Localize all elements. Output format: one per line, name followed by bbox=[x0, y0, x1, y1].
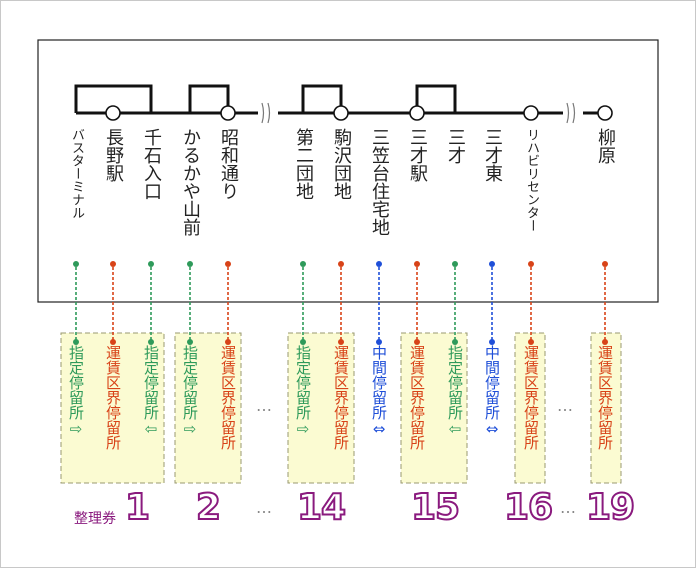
ticket-zone-box bbox=[514, 332, 546, 484]
stop-dot bbox=[73, 261, 79, 267]
stop-type-label: 指定停留所⇦ bbox=[446, 345, 464, 438]
label-dot bbox=[414, 339, 420, 345]
line-break-mark bbox=[261, 102, 271, 124]
label-dot bbox=[225, 339, 231, 345]
line-break-mark bbox=[566, 102, 576, 124]
stop-dot bbox=[225, 261, 231, 267]
stop-type-label: 指定停留所⇨ bbox=[181, 345, 199, 438]
stop-name: 三才東 bbox=[482, 128, 503, 182]
stop-name: 千石入口 bbox=[141, 128, 162, 200]
ellipsis: … bbox=[560, 498, 576, 517]
zone-loop bbox=[301, 84, 343, 113]
zone-loop bbox=[74, 84, 153, 113]
label-dot bbox=[602, 339, 608, 345]
stop-dot bbox=[300, 261, 306, 267]
zone-loop bbox=[415, 84, 457, 113]
stop-dot bbox=[452, 261, 458, 267]
ticket-zone-box bbox=[287, 332, 355, 484]
stop-name: 柳原 bbox=[595, 128, 616, 164]
stop-type-label: 指定停留所⇦ bbox=[142, 345, 160, 438]
stop-type-label: 運賃区界停留所 bbox=[596, 345, 614, 450]
ticket-number: 14 bbox=[296, 487, 347, 529]
stop-name: リハビリセンター bbox=[524, 128, 539, 232]
label-dot bbox=[376, 339, 382, 345]
stop-circle bbox=[523, 105, 539, 121]
stop-dot bbox=[489, 261, 495, 267]
label-dot bbox=[110, 339, 116, 345]
stop-type-label: 指定停留所⇨ bbox=[67, 345, 85, 438]
route-map-box bbox=[37, 39, 659, 303]
stop-type-label: 運賃区界停留所 bbox=[332, 345, 350, 450]
label-dot bbox=[452, 339, 458, 345]
stop-name: 三笠台住宅地 bbox=[369, 128, 390, 236]
stop-type-label: 中間停留所⇔ bbox=[370, 345, 388, 438]
ticket-zone-box bbox=[400, 332, 468, 484]
stop-dot bbox=[338, 261, 344, 267]
stop-circle bbox=[597, 105, 613, 121]
stop-name: 昭和通り bbox=[218, 128, 239, 200]
ticket-prefix: 整理券 bbox=[74, 511, 116, 527]
stop-type-label: 運賃区界停留所 bbox=[104, 345, 122, 450]
ellipsis: … bbox=[256, 498, 272, 517]
stop-dot bbox=[528, 261, 534, 267]
stop-dot bbox=[602, 261, 608, 267]
stop-dot bbox=[148, 261, 154, 267]
stop-name: 駒沢団地 bbox=[331, 128, 352, 200]
stop-name: 三才駅 bbox=[407, 128, 428, 182]
ticket-number: 15 bbox=[410, 487, 461, 529]
stop-name: 第二団地 bbox=[293, 128, 314, 200]
ticket-number: 2 bbox=[195, 487, 222, 529]
stop-type-label: 運賃区界停留所 bbox=[522, 345, 540, 450]
ticket-zone-box bbox=[590, 332, 622, 484]
stop-circle bbox=[105, 105, 121, 121]
stop-name: 長野駅 bbox=[103, 128, 124, 182]
stop-circle bbox=[220, 105, 236, 121]
label-dot bbox=[300, 339, 306, 345]
label-dot bbox=[148, 339, 154, 345]
ticket-number: 1 bbox=[124, 487, 151, 529]
stop-type-label: 運賃区界停留所 bbox=[219, 345, 237, 450]
stop-circle bbox=[333, 105, 349, 121]
label-dot bbox=[338, 339, 344, 345]
stop-type-label: 中間停留所⇔ bbox=[483, 345, 501, 438]
ellipsis: … bbox=[557, 396, 573, 415]
stop-name: バスターミナル bbox=[69, 128, 84, 219]
stop-dot bbox=[414, 261, 420, 267]
ticket-number: 19 bbox=[585, 487, 636, 529]
zone-loop bbox=[188, 84, 230, 113]
stop-dot bbox=[187, 261, 193, 267]
stop-circle bbox=[409, 105, 425, 121]
stop-name: 三才 bbox=[445, 128, 466, 164]
stop-type-label: 指定停留所⇨ bbox=[294, 345, 312, 438]
label-dot bbox=[528, 339, 534, 345]
ticket-zone-box bbox=[60, 332, 165, 484]
ellipsis: … bbox=[256, 396, 272, 415]
stop-dot bbox=[376, 261, 382, 267]
label-dot bbox=[73, 339, 79, 345]
label-dot bbox=[187, 339, 193, 345]
ticket-number: 16 bbox=[503, 487, 554, 529]
stop-type-label: 運賃区界停留所 bbox=[408, 345, 426, 450]
stop-dot bbox=[110, 261, 116, 267]
ticket-zone-box bbox=[174, 332, 242, 484]
label-dot bbox=[489, 339, 495, 345]
stop-name: かるかや山前 bbox=[180, 128, 201, 236]
